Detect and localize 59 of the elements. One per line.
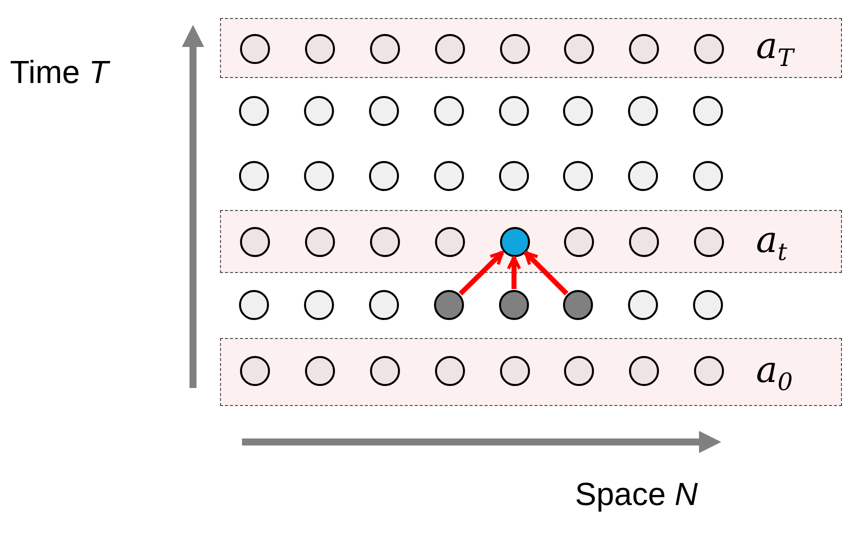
circle-node (369, 161, 399, 191)
circle-node (563, 96, 593, 126)
circle-node (434, 290, 464, 320)
circle-node (304, 290, 334, 320)
circle-node (500, 34, 530, 64)
dashed-band (220, 18, 842, 78)
circle-node (500, 227, 530, 257)
circle-node (564, 356, 594, 386)
circle-node (240, 356, 270, 386)
variable-label: a$_{t}$ (756, 220, 788, 268)
circle-node (499, 290, 529, 320)
circle-node (629, 34, 659, 64)
circle-node (240, 34, 270, 64)
arrow (506, 256, 522, 289)
circle-node (305, 227, 335, 257)
circle-node (370, 227, 400, 257)
circle-node (434, 161, 464, 191)
circle-node (629, 356, 659, 386)
variable-label: a$_{T}$ (756, 27, 794, 74)
variable-label: a$_{0}$ (756, 351, 793, 398)
circle-node (628, 161, 658, 191)
circle-node (304, 161, 334, 191)
circle-node (694, 227, 724, 257)
circle-node (369, 290, 399, 320)
circle-node (305, 356, 335, 386)
circle-node (370, 356, 400, 386)
circle-node (693, 96, 723, 126)
circle-node (305, 34, 335, 64)
circle-node (239, 161, 269, 191)
circle-node (434, 96, 464, 126)
circle-node (563, 161, 593, 191)
arrow (458, 250, 504, 296)
circle-node (435, 356, 465, 386)
circle-node (628, 290, 658, 320)
circle-node (370, 34, 400, 64)
circle-node (564, 227, 594, 257)
circle-node (499, 161, 529, 191)
arrow (524, 250, 568, 296)
axis-label: Space N (575, 475, 698, 513)
circle-node (693, 290, 723, 320)
circle-node (629, 227, 659, 257)
circle-node (564, 34, 594, 64)
circle-node (694, 34, 724, 64)
circle-node (239, 290, 269, 320)
circle-node (240, 227, 270, 257)
circle-node (435, 227, 465, 257)
circle-node (369, 96, 399, 126)
circle-node (500, 356, 530, 386)
circle-node (628, 96, 658, 126)
circle-node (693, 161, 723, 191)
circle-node (239, 96, 269, 126)
circle-node (499, 96, 529, 126)
circle-node (304, 96, 334, 126)
circle-node (694, 356, 724, 386)
dashed-band (220, 210, 842, 273)
circle-node (435, 34, 465, 64)
dashed-band (220, 338, 842, 406)
axis-label: Time T (10, 53, 108, 91)
circle-node (563, 290, 593, 320)
